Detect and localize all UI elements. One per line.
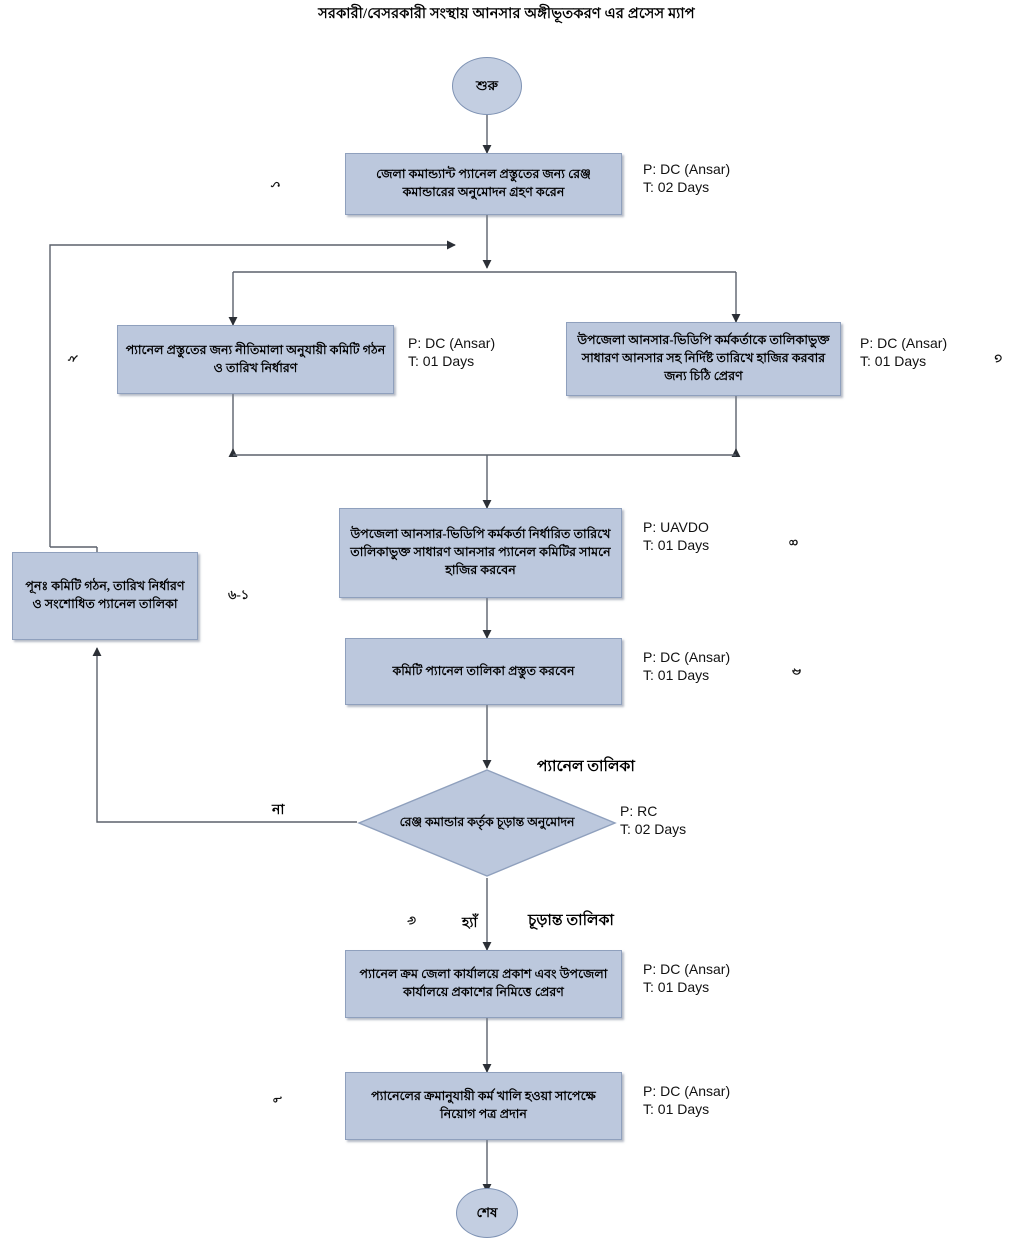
decision-node[interactable]: রেঞ্জ কমান্ডার কর্তৃক চূড়ান্ত অনুমোদন (357, 768, 617, 878)
process-node-6[interactable]: প্যানেল ক্রম জেলা কার্যালয়ে প্রকাশ এবং … (345, 950, 622, 1018)
process-node-1[interactable]: জেলা কমান্ড্যান্ট প্যানেল প্রস্তুতের জন্… (345, 153, 622, 215)
decision-diamond-shape (357, 769, 617, 877)
decision-output-label: চূড়ান্ত তালিকা (528, 912, 614, 929)
annotation-node-3-performer: P: DC (Ansar) (860, 335, 948, 351)
annotation-node-5-time: T: 01 Days (643, 667, 710, 683)
process-node-2-label: প্যানেল প্রস্তুতের জন্য নীতিমালা অনুযায়… (125, 342, 386, 375)
process-node-4-label: উপজেলা আনসার-ভিডিপি কর্মকর্তা নির্ধারিত … (350, 527, 611, 577)
annotation-node-4-performer: P: UAVDO (643, 519, 709, 535)
process-node-3[interactable]: উপজেলা আনসার-ভিডিপি কর্মকর্তাকে তালিকাভু… (566, 322, 841, 396)
annotation-node-1-performer: P: DC (Ansar) (643, 161, 731, 177)
end-label: শেষ (476, 1204, 498, 1220)
process-node-6-1-label: পূনঃ কমিটি গঠন, তারিখ নির্ধারণ ও সংশোধিত… (25, 579, 185, 611)
annotation-node-1-time: T: 02 Days (643, 179, 710, 195)
step-number-3: ৩ (990, 354, 1006, 363)
start-label: শুরু (476, 77, 498, 93)
process-node-7[interactable]: প্যানেলের ক্রমানুযায়ী কর্ম খালি হওয়া স… (345, 1072, 622, 1140)
end-terminator[interactable]: শেষ (456, 1188, 518, 1238)
annotation-node-4-time: T: 01 Days (643, 537, 710, 553)
decision-yes-label: হ্যাঁ (462, 916, 478, 931)
process-node-4[interactable]: উপজেলা আনসার-ভিডিপি কর্মকর্তা নির্ধারিত … (339, 508, 622, 598)
process-node-7-label: প্যানেলের ক্রমানুযায়ী কর্ম খালি হওয়া স… (371, 1089, 596, 1121)
annotation-decision-performer: P: RC (620, 803, 658, 819)
annotation-node-3-time: T: 01 Days (860, 353, 927, 369)
process-node-5-label: কমিটি প্যানেল তালিকা প্রস্তুত করবেন (392, 663, 575, 678)
decision-input-label: প্যানেল তালিকা (537, 758, 635, 775)
edge-n6_1-feedback (49, 240, 456, 547)
annotation-node-2-time: T: 01 Days (408, 353, 475, 369)
decision-label: রেঞ্জ কমান্ডার কর্তৃক চূড়ান্ত অনুমোদন (399, 815, 575, 830)
annotation-node-6-performer: P: DC (Ansar) (643, 961, 731, 977)
annotation-node-7-performer: P: DC (Ansar) (643, 1083, 731, 1099)
step-number-4: ৪ (785, 538, 801, 547)
annotation-node-5-performer: P: DC (Ansar) (643, 649, 731, 665)
step-number-5: ৫ (788, 667, 804, 676)
process-node-1-label: জেলা কমান্ড্যান্ট প্যানেল প্রস্তুতের জন্… (376, 167, 591, 199)
process-node-6-label: প্যানেল ক্রম জেলা কার্যালয়ে প্রকাশ এবং … (359, 967, 608, 999)
annotation-node-2-performer: P: DC (Ansar) (408, 335, 496, 351)
page-title: সরকারী/বেসরকারী সংস্থায় আনসার অঙ্গীভূতক… (318, 6, 695, 22)
edge-decision-no-to-n6_1 (92, 647, 357, 823)
process-node-6-1[interactable]: পূনঃ কমিটি গঠন, তারিখ নির্ধারণ ও সংশোধিত… (12, 552, 198, 640)
process-node-2[interactable]: প্যানেল প্রস্তুতের জন্য নীতিমালা অনুযায়… (117, 325, 394, 394)
step-number-7: ৭ (269, 1095, 285, 1104)
step-number-1: ১ (267, 180, 283, 189)
annotation-decision-time: T: 02 Days (620, 821, 687, 837)
process-node-5[interactable]: কমিটি প্যানেল তালিকা প্রস্তুত করবেন (345, 638, 622, 705)
step-number-6: ৬ (403, 916, 419, 925)
start-terminator[interactable]: শুরু (452, 57, 522, 115)
annotation-node-6-time: T: 01 Days (643, 979, 710, 995)
step-number-2: ২ (64, 354, 80, 363)
decision-no-label: না (272, 803, 285, 818)
annotation-node-7-time: T: 01 Days (643, 1101, 710, 1117)
step-number-6-1: ৬-১ (228, 587, 250, 602)
process-node-3-label: উপজেলা আনসার-ভিডিপি কর্মকর্তাকে তালিকাভু… (577, 333, 830, 383)
